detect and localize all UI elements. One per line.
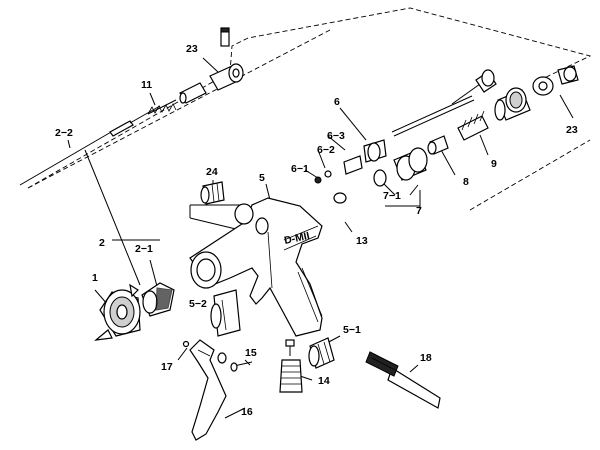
label-6-3: 6−3 [327,130,345,142]
part-collar-23-top [179,27,244,104]
part-needle-adjust [451,69,497,105]
part-fluid-nozzle [141,282,175,317]
part-fluid-inlet-5-2 [210,289,241,337]
label-1: 1 [92,272,98,284]
part-24 [200,181,225,205]
label-16: 16 [241,406,253,418]
part-14-valve [279,339,303,393]
part-8 [427,135,449,155]
label-5-2: 5−2 [189,298,207,310]
label-8: 8 [463,176,469,188]
label-14: 14 [318,375,330,387]
part-collar-23-right [494,65,579,121]
part-labels: 1 2 2−1 2−2 5 5−1 5−2 6 6−1 6−2 6−3 7 7−… [55,43,578,418]
label-2: 2 [99,237,105,249]
part-5-1-inlet [308,337,335,369]
part-gun-body: D-MII [189,197,323,337]
label-9: 9 [491,158,497,170]
part-15-pin [230,361,253,372]
label-2-1: 2−1 [135,243,153,255]
label-5: 5 [259,172,265,184]
part-packing-6 [314,139,387,184]
label-11: 11 [141,79,152,91]
part-trigger [182,339,227,441]
label-15: 15 [245,347,257,359]
label-17: 17 [161,361,173,373]
gun-body-marking: D-MII [283,230,311,247]
label-23-top: 23 [186,43,198,55]
label-7-1: 7−1 [383,190,401,202]
part-spring-11 [147,99,177,115]
part-18-brush [365,351,441,409]
part-needle [19,105,161,186]
label-6-1: 6−1 [291,163,309,175]
label-5-1: 5−1 [343,324,361,336]
part-long-rod [391,95,475,137]
label-13: 13 [356,235,368,247]
part-13 [333,192,347,204]
label-18: 18 [420,352,432,364]
label-23-right: 23 [566,124,578,136]
label-7: 7 [416,205,422,217]
label-6-2: 6−2 [317,144,335,156]
label-2-2: 2−2 [55,127,73,139]
label-6: 6 [334,96,340,108]
part-air-cap [94,283,141,341]
part-7-assembly [373,147,428,187]
part-spring-9 [457,110,489,141]
label-24: 24 [206,166,218,178]
